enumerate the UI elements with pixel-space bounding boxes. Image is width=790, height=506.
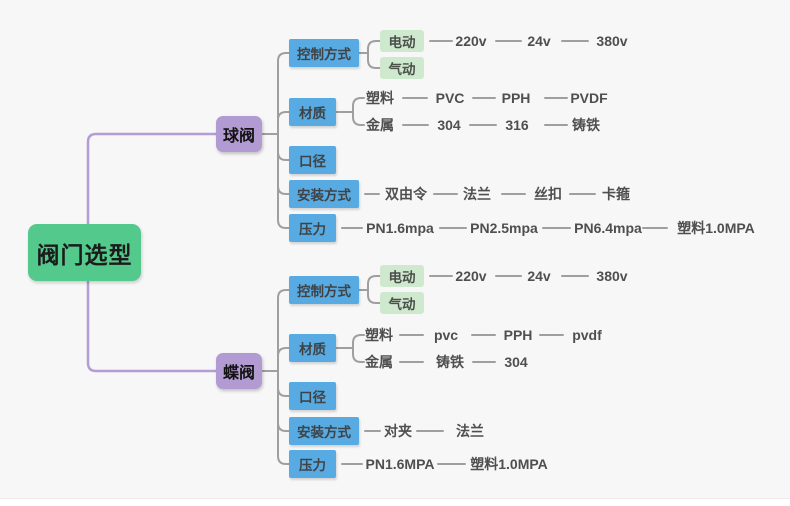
bfly-node-380v[interactable]: 380v: [596, 268, 628, 284]
ball-node-pn25[interactable]: PN2.5mpa: [470, 220, 538, 236]
bfly-node-caliber[interactable]: 口径: [289, 382, 336, 410]
ball-node-cast-iron[interactable]: 铸铁: [572, 117, 600, 133]
bfly-node-pneumatic[interactable]: 气动: [380, 292, 424, 314]
bfly-node-cast-iron[interactable]: 铸铁: [436, 354, 464, 370]
ball-node-plastic[interactable]: 塑料: [366, 90, 394, 106]
ball-node-pvc[interactable]: PVC: [435, 90, 465, 106]
ball-node-380v[interactable]: 380v: [596, 33, 628, 49]
ball-node-pressure[interactable]: 压力: [289, 214, 336, 242]
bfly-node-pvc[interactable]: pvc: [433, 327, 459, 343]
ball-node-control-method[interactable]: 控制方式: [289, 39, 359, 67]
bfly-node-304[interactable]: 304: [504, 354, 528, 370]
ball-node-material[interactable]: 材质: [289, 98, 336, 126]
ball-node-caliber[interactable]: 口径: [289, 146, 336, 174]
ball-node-304[interactable]: 304: [437, 117, 461, 133]
ball-node-flange[interactable]: 法兰: [463, 186, 491, 202]
bfly-node-control-method[interactable]: 控制方式: [289, 276, 359, 304]
ball-node-316[interactable]: 316: [505, 117, 529, 133]
root-node[interactable]: 阀门选型: [28, 224, 141, 281]
bfly-node-flange[interactable]: 法兰: [456, 423, 484, 439]
ball-node-pn64[interactable]: PN6.4mpa: [574, 220, 642, 236]
bfly-node-install-method[interactable]: 安装方式: [289, 417, 359, 445]
ball-node-pneumatic[interactable]: 气动: [380, 57, 424, 79]
ball-node-pph[interactable]: PPH: [501, 90, 531, 106]
ball-node-threaded[interactable]: 丝扣: [534, 186, 562, 202]
bfly-node-pph[interactable]: PPH: [503, 327, 533, 343]
bfly-node-pvdf[interactable]: pvdf: [572, 327, 602, 343]
bfly-node-wafer[interactable]: 对夹: [384, 423, 412, 439]
ball-node-electric[interactable]: 电动: [380, 30, 424, 52]
bfly-node-220v[interactable]: 220v: [455, 268, 487, 284]
branch-node-butterfly-valve[interactable]: 蝶阀: [216, 353, 262, 389]
branch-node-ball-valve[interactable]: 球阀: [216, 116, 262, 152]
bfly-node-24v[interactable]: 24v: [527, 268, 551, 284]
bfly-node-plastic-10mpa[interactable]: 塑料1.0MPA: [470, 456, 548, 472]
bfly-node-pressure[interactable]: 压力: [289, 450, 336, 478]
bfly-node-material[interactable]: 材质: [289, 334, 336, 362]
bfly-node-pn16[interactable]: PN1.6MPA: [365, 456, 435, 472]
ball-node-plastic-10mpa[interactable]: 塑料1.0MPA: [677, 220, 755, 236]
ball-node-24v[interactable]: 24v: [527, 33, 551, 49]
bfly-node-electric[interactable]: 电动: [380, 265, 424, 287]
bfly-node-plastic[interactable]: 塑料: [365, 327, 393, 343]
ball-node-double-union[interactable]: 双由令: [385, 186, 427, 202]
ball-node-220v[interactable]: 220v: [455, 33, 487, 49]
ball-node-clamp[interactable]: 卡箍: [602, 186, 630, 202]
ball-node-pvdf[interactable]: PVDF: [570, 90, 608, 106]
bfly-node-metal[interactable]: 金属: [365, 354, 393, 370]
ball-node-install-method[interactable]: 安装方式: [289, 180, 359, 208]
ball-node-metal[interactable]: 金属: [366, 117, 394, 133]
ball-node-pn16[interactable]: PN1.6mpa: [366, 220, 434, 236]
